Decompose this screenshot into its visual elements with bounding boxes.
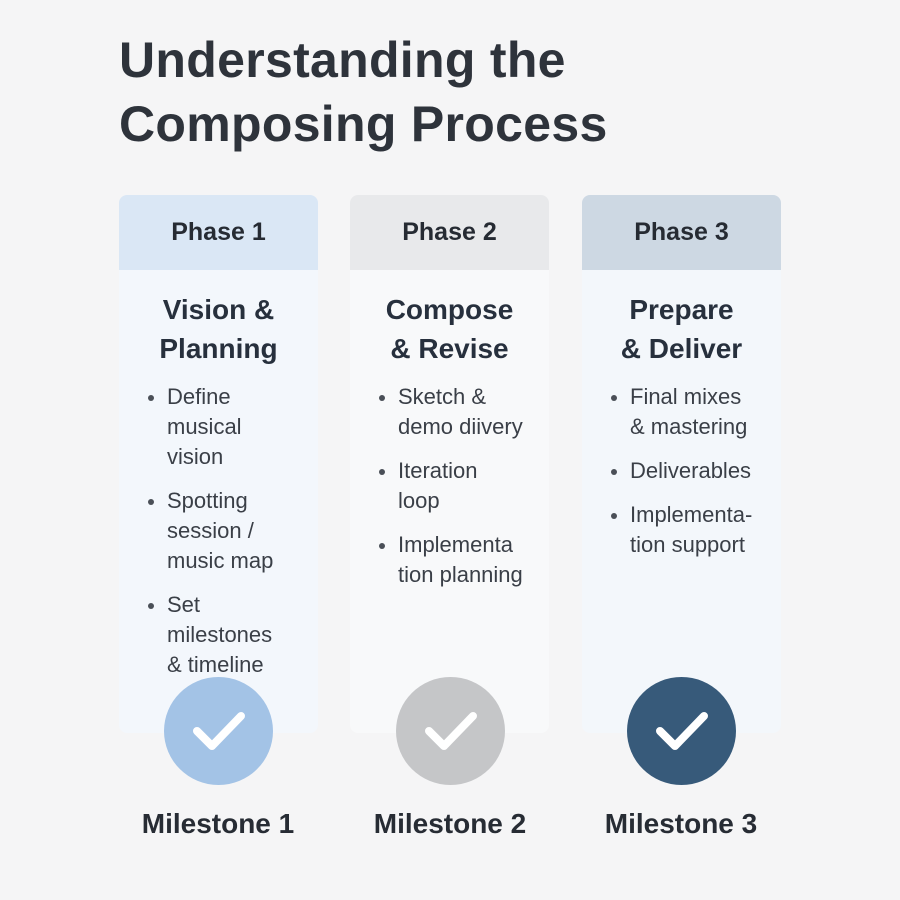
phase-card-2: Phase 2 Compose & Revise Sketch & demo dii… [350,195,549,733]
check-icon [424,712,477,750]
phase-name: Prepare & Deliver [582,290,781,368]
phase-name: Compose & Revise [350,290,549,368]
bullet-line: loop [398,488,440,513]
phase-header: Phase 3 [582,195,781,270]
bullet-line: vision [167,444,224,469]
check-icon [192,712,245,750]
bullet-line: Iteration [398,458,478,483]
bullet-line: Sketch & [398,384,487,409]
milestone-3-badge [627,677,736,785]
bullet-line: Define [167,384,231,409]
phase-header: Phase 1 [119,195,318,270]
bullet-line: Final mixes [630,384,742,409]
bullet-line: tion support [630,532,745,557]
bullet-item: Final mixes & mastering [608,382,781,442]
bullet-line: musical [167,414,242,439]
bullet-line: Spotting [167,488,248,513]
phase-name-line: Vision & [162,294,275,325]
bullet-line: session / [167,518,254,543]
phase-name-line: Planning [159,333,278,364]
bullet-item: Implementa tion planning [376,530,549,590]
milestone-1-badge [164,677,273,785]
bullet-item: Deliverables [608,456,781,486]
bullet-line: Implementa [398,532,513,557]
bullet-line: demo diivery [398,414,523,439]
bullet-item: Iteration loop [376,456,549,516]
title-line-1: Understanding the [119,32,566,88]
phase-name-line: Compose [385,294,514,325]
phase-card-1: Phase 1 Vision & Planning Define musical vi… [119,195,318,733]
phase-name-line: & Revise [390,333,509,364]
bullet-line: Set [167,592,201,617]
bullet-line: tion planning [398,562,523,587]
milestone-label: Milestone 3 [604,808,758,839]
bullet-line: milestones [167,622,273,647]
bullet-line: Implementa- [630,502,753,527]
bullet-item: Set milestones & timeline [145,590,318,680]
bullet-item: Define musical vision [145,382,318,472]
bullet-line: Deliverables [630,458,752,483]
check-icon [655,712,708,750]
page-title: Understanding the Composing Process [119,28,608,156]
phase-name: Vision & Planning [119,290,318,368]
bullet-line: music map [167,548,274,573]
bullet-item: Spotting session / music map [145,486,318,576]
title-line-2: Composing Process [119,96,608,152]
bullet-item: Sketch & demo diivery [376,382,549,442]
phase-name-line: & Deliver [620,333,743,364]
phase-name-line: Prepare [629,294,734,325]
bullet-line: & mastering [630,414,748,439]
milestone-2-badge [396,677,505,785]
phase-card-3: Phase 3 Prepare & Deliver Final mixes & ma… [582,195,781,733]
milestone-label: Milestone 1 [141,808,295,839]
bullet-line: & timeline [167,652,264,677]
milestone-label: Milestone 2 [373,808,527,839]
bullet-item: Implementa-tion support [608,500,781,560]
phase-header: Phase 2 [350,195,549,270]
